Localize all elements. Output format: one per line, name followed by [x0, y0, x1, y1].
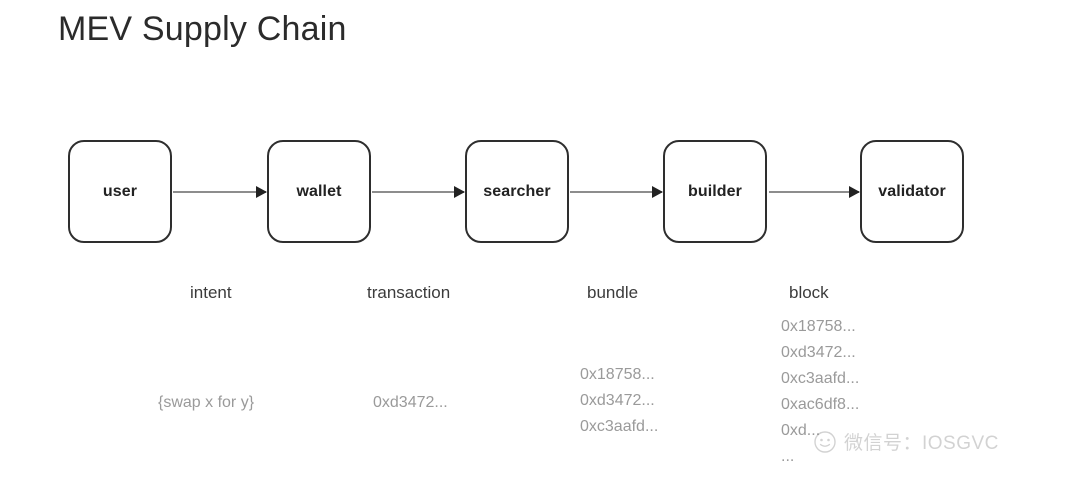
payload-line: 0x18758... — [580, 366, 655, 383]
flow-node-label: wallet — [296, 182, 342, 200]
payload-line: 0xd3472... — [580, 392, 655, 409]
edge-caption-block: block — [789, 283, 829, 302]
edge-payload-block: 0x18758... 0xd3472... 0xc3aafd... 0xac6d… — [781, 314, 859, 470]
flow-node-label: searcher — [483, 182, 551, 200]
flow-node-validator: validator — [860, 140, 964, 243]
payload-line: 0xd3472... — [781, 344, 856, 361]
payload-line: 0xc3aafd... — [781, 370, 860, 387]
payload-line: ... — [781, 448, 795, 465]
arrow-line — [372, 191, 464, 193]
flow-node-label: builder — [687, 182, 743, 200]
flow-node-builder: builder — [663, 140, 767, 243]
flow-node-searcher: searcher — [465, 140, 569, 243]
edge-payload-bundle: 0x18758... 0xd3472... 0xc3aafd... — [580, 362, 658, 440]
payload-line: 0xd... — [781, 422, 821, 439]
page-title: MEV Supply Chain — [58, 10, 347, 48]
flow-node-label: validator — [878, 182, 946, 200]
arrow-head-icon — [256, 186, 267, 198]
flow-arrow-builder-to-validator — [769, 186, 860, 198]
edge-caption-bundle: bundle — [587, 283, 639, 302]
flow-node-label: user — [102, 182, 138, 200]
payload-line: 0x18758... — [781, 318, 856, 335]
flow-arrow-user-to-wallet — [173, 186, 267, 198]
flow-node-user: user — [68, 140, 172, 243]
flow-arrow-wallet-to-searcher — [372, 186, 465, 198]
arrow-line — [769, 191, 859, 193]
payload-line: {swap x for y} — [158, 394, 255, 411]
edge-caption-intent: intent — [190, 283, 232, 302]
payload-line: 0xc3aafd... — [580, 418, 659, 435]
edge-payload-transaction: 0xd3472... — [373, 390, 448, 416]
arrow-line — [570, 191, 662, 193]
payload-line: 0xac6df8... — [781, 396, 860, 413]
arrow-line — [173, 191, 266, 193]
edge-caption-transaction: transaction — [367, 283, 451, 302]
flow-node-wallet: wallet — [267, 140, 371, 243]
arrow-head-icon — [454, 186, 465, 198]
arrow-head-icon — [849, 186, 860, 198]
flow-arrow-searcher-to-builder — [570, 186, 663, 198]
edge-payload-intent: {swap x for y} — [158, 390, 254, 416]
payload-line: 0xd3472... — [373, 394, 448, 411]
arrow-head-icon — [652, 186, 663, 198]
